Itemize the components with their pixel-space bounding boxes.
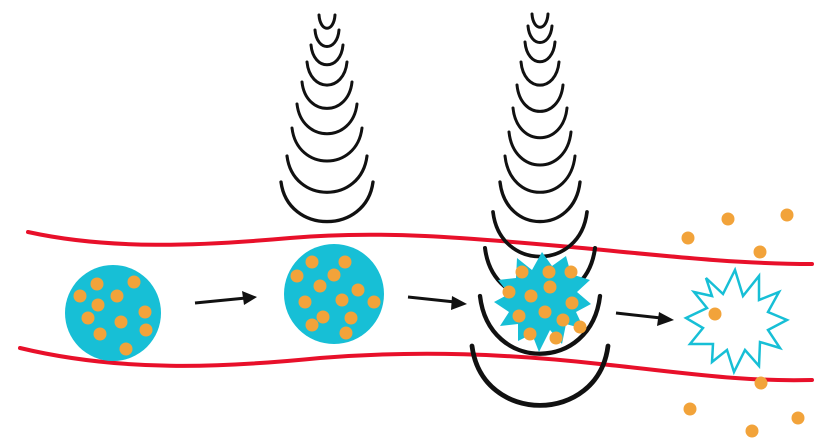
- arrow-head: [451, 296, 467, 310]
- ultrasound-wave-icon: [500, 182, 580, 222]
- payload-dot: [755, 377, 768, 390]
- payload-dot: [314, 280, 327, 293]
- stage-4-burst-shell: [686, 270, 787, 372]
- stage-2-ultrasound-waves: [281, 15, 373, 222]
- ultrasound-wave-icon: [532, 14, 548, 27]
- payload-dot: [792, 412, 805, 425]
- payload-dot: [754, 246, 767, 259]
- payload-dot: [299, 296, 312, 309]
- payload-dot: [565, 266, 578, 279]
- payload-dot: [94, 328, 107, 341]
- payload-dot: [574, 321, 587, 334]
- nanoparticle: [284, 244, 384, 344]
- payload-dot: [317, 311, 330, 324]
- right-arrow-1: [195, 291, 257, 305]
- payload-dot: [111, 290, 124, 303]
- payload-dot: [722, 213, 735, 226]
- payload-dot: [513, 310, 526, 323]
- stage-3-rupturing-particle: [494, 252, 591, 352]
- payload-dot: [336, 294, 349, 307]
- payload-dot: [516, 266, 529, 279]
- right-arrow-3: [616, 312, 674, 326]
- payload-dot: [368, 296, 381, 309]
- payload-dot: [557, 314, 570, 327]
- ultrasound-wave-icon: [517, 85, 563, 111]
- payload-dot: [503, 286, 516, 299]
- ultrasound-wave-icon: [281, 182, 373, 222]
- payload-dot: [352, 284, 365, 297]
- payload-dot: [525, 290, 538, 303]
- arrow-head: [657, 312, 674, 326]
- arrow-shaft: [616, 313, 661, 318]
- payload-dot: [550, 332, 563, 345]
- payload-dot: [128, 276, 141, 289]
- payload-dot: [306, 256, 319, 269]
- payload-dot: [339, 256, 352, 269]
- payload-dot: [91, 278, 104, 291]
- arrow-shaft: [195, 298, 246, 303]
- ultrasound-wave-icon: [521, 62, 559, 85]
- payload-dot: [345, 312, 358, 325]
- payload-dot: [340, 327, 353, 340]
- stage-2-intact-particle: [284, 244, 384, 344]
- payload-dot: [120, 343, 133, 356]
- payload-dot: [328, 269, 341, 282]
- vessel-wall-top: [28, 232, 812, 264]
- ultrasound-wave-icon: [505, 156, 575, 192]
- payload-dot: [74, 290, 87, 303]
- payload-dot: [682, 232, 695, 245]
- ultrasound-wave-icon: [525, 42, 555, 62]
- burst-shell-icon: [686, 270, 787, 372]
- payload-dot: [139, 306, 152, 319]
- payload-dot: [709, 308, 722, 321]
- arrow-head: [242, 291, 257, 305]
- right-arrow-2: [408, 296, 467, 310]
- payload-dot: [306, 319, 319, 332]
- payload-dot: [140, 324, 153, 337]
- payload-dot: [82, 312, 95, 325]
- payload-dot: [684, 403, 697, 416]
- payload-dot: [524, 328, 537, 341]
- payload-dot: [566, 297, 579, 310]
- payload-dot: [746, 425, 759, 438]
- payload-dot: [539, 306, 552, 319]
- stage-1-intact-particle: [65, 265, 161, 361]
- ultrasound-wave-icon: [319, 15, 335, 28]
- arrow-shaft: [408, 297, 455, 302]
- payload-dot: [92, 299, 105, 312]
- payload-dot: [781, 209, 794, 222]
- payload-dot: [544, 281, 557, 294]
- payload-dot: [543, 266, 556, 279]
- payload-dot: [291, 270, 304, 283]
- ultrasound-wave-icon: [315, 30, 339, 47]
- payload-dot: [115, 316, 128, 329]
- ultrasound-wave-icon: [493, 212, 587, 257]
